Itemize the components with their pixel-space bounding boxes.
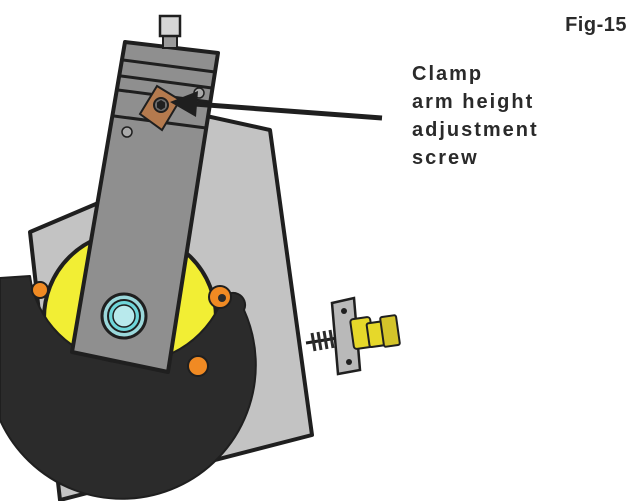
side-adjuster bbox=[305, 296, 401, 376]
hex-socket-screw-icon bbox=[153, 97, 169, 113]
callout-line-2: arm height bbox=[412, 91, 535, 113]
pin-right-hole bbox=[218, 294, 226, 302]
arrow-left-icon bbox=[170, 91, 383, 121]
arm-band-2 bbox=[120, 74, 213, 90]
figure-label: Fig-15 bbox=[565, 14, 627, 36]
callout-line-3: adjustment bbox=[412, 119, 539, 141]
callout-text: Clamp arm height adjustment screw bbox=[412, 60, 627, 172]
arm-band-1 bbox=[122, 58, 216, 74]
callout-line-1: Clamp bbox=[412, 63, 484, 85]
hub bbox=[100, 292, 148, 340]
pin-left bbox=[31, 281, 49, 299]
callout-line-4: screw bbox=[412, 147, 479, 169]
top-bolt bbox=[158, 14, 182, 49]
pin-bottom bbox=[187, 355, 209, 377]
arm-screw-mid bbox=[121, 126, 133, 138]
